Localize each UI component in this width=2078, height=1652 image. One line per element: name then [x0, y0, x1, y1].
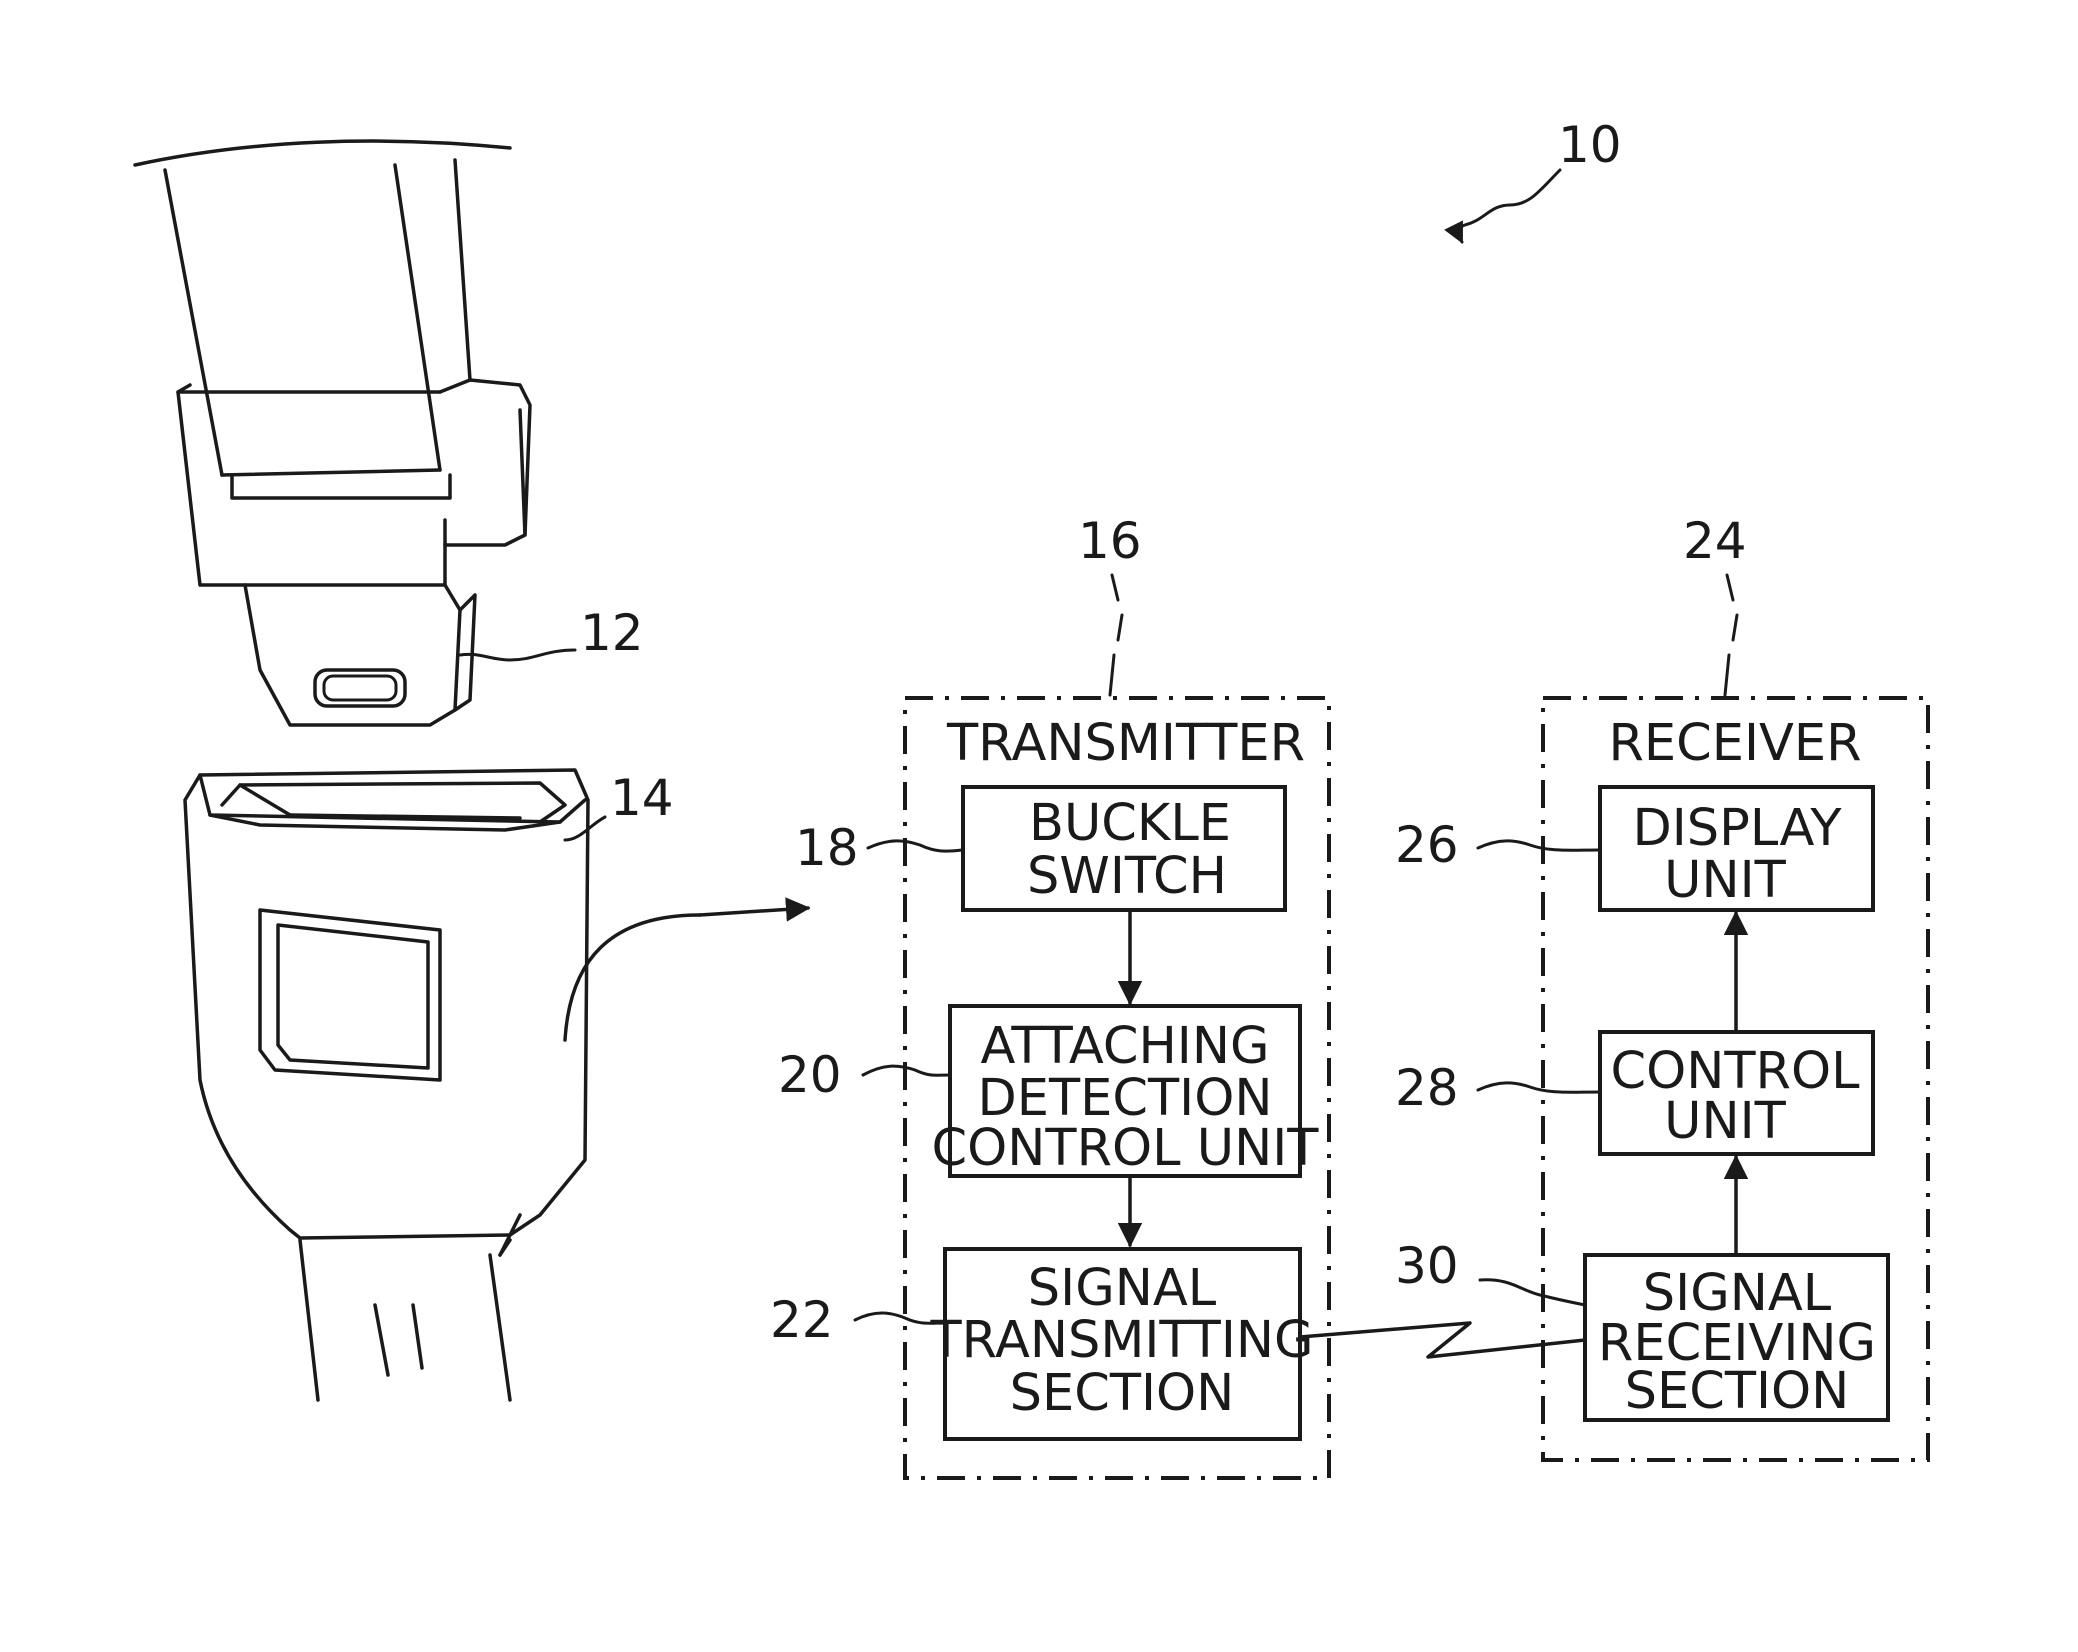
transmitter-group: 16 TRANSMITTER BUCKLE SWITCH 18 ATTACHIN… — [770, 512, 1329, 1478]
signal-transmitting-line-3: SECTION — [1010, 1364, 1235, 1423]
ref-tongue-leader — [460, 650, 575, 660]
ref-display-unit-leader — [1478, 841, 1600, 850]
buckle-switch-line-2: SWITCH — [1027, 847, 1227, 906]
ref-system-label: 10 — [1558, 116, 1622, 174]
ref-transmitter-leader — [1110, 575, 1122, 695]
ref-signal-receiving-label: 30 — [1395, 1237, 1459, 1295]
buckle-to-transmitter-arrow — [700, 908, 808, 915]
ref-transmitter-label: 16 — [1078, 512, 1142, 570]
ref-tongue-label: 12 — [580, 604, 644, 662]
signal-transmitting-line-1: SIGNAL — [1028, 1259, 1217, 1318]
ref-attaching-detection-label: 20 — [778, 1046, 842, 1104]
ref-signal-transmitting-label: 22 — [770, 1291, 834, 1349]
ref-receiver-leader — [1725, 575, 1737, 695]
attaching-detection-line-3: CONTROL UNIT — [932, 1119, 1320, 1178]
transmitter-title: TRANSMITTER — [946, 714, 1305, 773]
display-unit-line-2: UNIT — [1664, 851, 1787, 910]
buckle-switch-line-1: BUCKLE — [1029, 794, 1231, 853]
seat-belt-tongue-illustration — [135, 141, 530, 725]
ref-control-unit-leader — [1478, 1083, 1600, 1092]
ref-system-leader — [1459, 170, 1560, 242]
signal-receiving-line-3: SECTION — [1625, 1362, 1850, 1421]
attaching-detection-line-1: ATTACHING — [980, 1017, 1269, 1076]
display-unit-line-1: DISPLAY — [1632, 799, 1842, 858]
ref-buckle-leader — [565, 817, 605, 840]
ref-display-unit-label: 26 — [1395, 816, 1459, 874]
ref-control-unit-label: 28 — [1395, 1059, 1459, 1117]
signal-transmitting-line-2: TRANSMITTING — [929, 1311, 1313, 1370]
seat-belt-buckle-illustration — [185, 770, 700, 1400]
ref-buckle-switch-label: 18 — [795, 819, 859, 877]
ref-buckle-label: 14 — [610, 769, 674, 827]
ref-receiver-label: 24 — [1683, 512, 1747, 570]
ref-buckle-switch-leader — [868, 841, 962, 851]
receiver-title: RECEIVER — [1608, 714, 1861, 773]
receiver-group: 24 RECEIVER DISPLAY UNIT 26 CONTROL UNIT… — [1395, 512, 1928, 1460]
control-unit-line-2: UNIT — [1664, 1092, 1787, 1151]
ref-signal-receiving-leader — [1480, 1280, 1585, 1305]
